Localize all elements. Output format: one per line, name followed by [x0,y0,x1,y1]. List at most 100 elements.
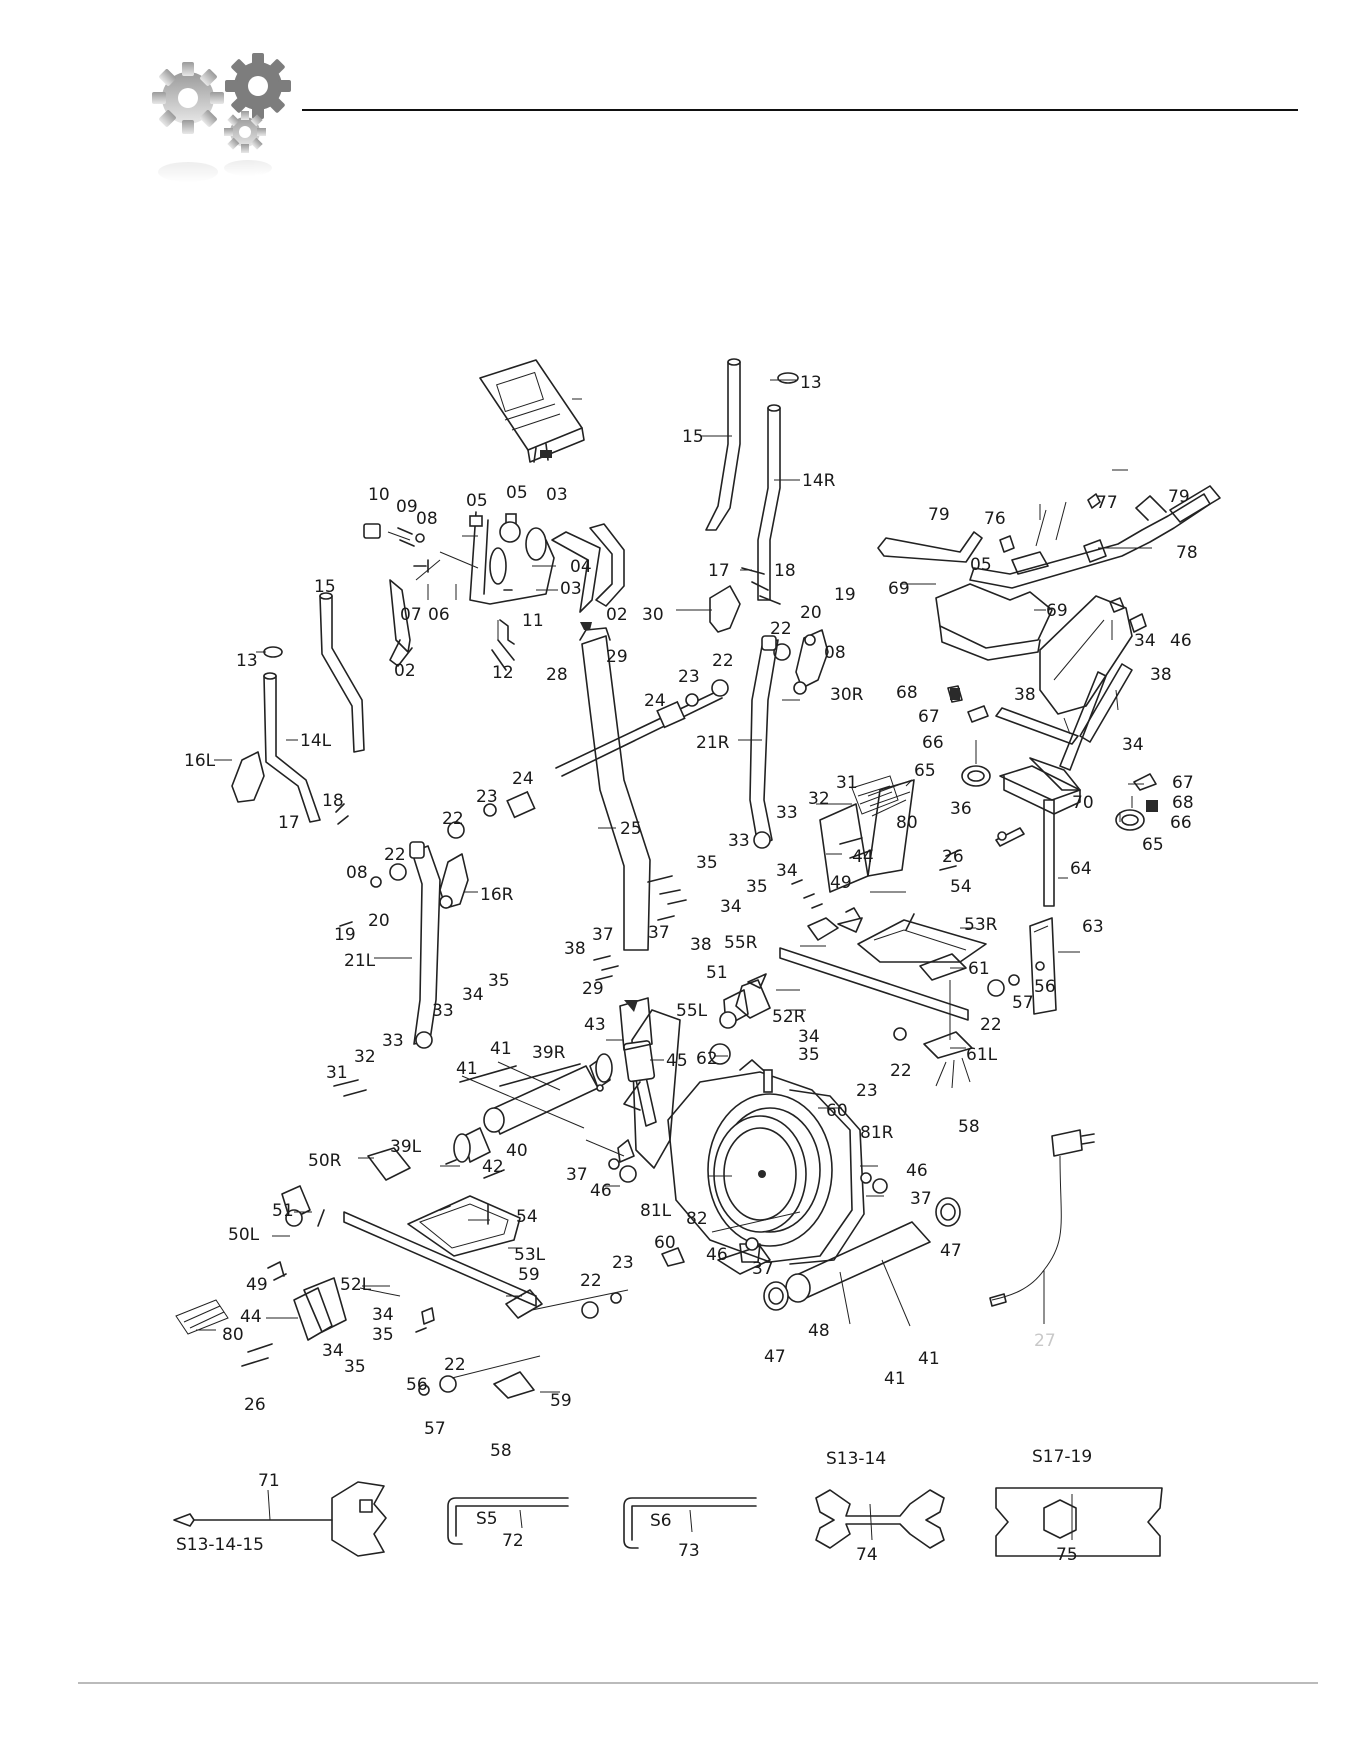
part-label: 52R [772,1007,806,1027]
part-label: 55R [724,933,758,953]
part-label: 38 [1150,665,1172,685]
part-label: 21R [696,733,730,753]
part-label: 55L [676,1001,708,1021]
part-label: 54 [516,1207,538,1227]
part-label: 68 [896,683,918,703]
pedal-linkage-right [719,775,1045,1089]
part-label: 52L [340,1275,372,1295]
part-label: 14R [802,471,836,491]
part-label: 35 [746,877,768,897]
part-label: 34 [322,1341,344,1361]
part-label: 24 [644,691,666,711]
part-label: 73 [678,1541,700,1561]
gears-logo-icon [152,53,291,182]
part-label: 39R [532,1043,566,1063]
part-label: 30R [830,685,864,705]
part-label: 12 [492,663,514,683]
part-label: 02 [394,661,416,681]
part-label: 44 [852,847,874,867]
part-label: 20 [800,603,822,623]
front-stabilizer [453,1043,731,1163]
part-label: 67 [1172,773,1194,793]
part-label: 22 [384,845,406,865]
part-label: 33 [432,1001,454,1021]
part-label: 57 [1012,993,1034,1013]
part-label: 59 [550,1391,572,1411]
part-label: 46 [1170,631,1192,651]
part-label: 05 [506,483,528,503]
part-label: 62 [696,1049,718,1069]
rear-stabilizer [661,1197,961,1327]
part-label: 79 [928,505,950,525]
part-label: 76 [984,509,1006,529]
part-label: 39L [390,1137,422,1157]
part-label: 63 [1082,917,1104,937]
part-label: 81L [640,1201,672,1221]
tool-size-label: S5 [476,1509,498,1529]
part-label: 33 [776,803,798,823]
part-label: 17 [708,561,730,581]
part-label: 32 [354,1047,376,1067]
part-label: 20 [368,911,390,931]
part-label: 08 [346,863,368,883]
flywheel-housing [608,1009,888,1275]
part-label: 07 [400,605,422,625]
part-label: 66 [922,733,944,753]
part-label: 53L [514,1245,546,1265]
part-label: 08 [416,509,438,529]
tool-size-label: S17-19 [1032,1447,1092,1467]
part-label: 16L [184,751,216,771]
part-label: 18 [774,561,796,581]
part-label: 42 [482,1157,504,1177]
part-label: 24 [512,769,534,789]
part-label: 82 [686,1209,708,1229]
part-label: 61L [966,1045,998,1065]
part-label: 31 [836,773,858,793]
part-label: 72 [502,1531,524,1551]
part-label: 30 [642,605,664,625]
part-label: 37 [648,923,670,943]
part-label: 51 [706,963,728,983]
part-label: 22 [770,619,792,639]
part-label: 19 [334,925,356,945]
part-label: 46 [706,1245,728,1265]
part-label: 47 [764,1347,786,1367]
part-label: 70 [1072,793,1094,813]
part-label: 41 [918,1349,940,1369]
tool-73-allen-key [623,1497,757,1549]
part-label: 38 [564,939,586,959]
part-label: 77 [1096,493,1118,513]
part-label: 56 [1034,977,1056,997]
part-label: 80 [222,1325,244,1345]
tool-71-spanner-screwdriver [173,1481,387,1557]
part-label: 56 [406,1375,428,1395]
part-label: 22 [580,1271,602,1291]
part-label: 74 [856,1545,878,1565]
part-label: 54 [950,877,972,897]
part-label: 43 [584,1015,606,1035]
part-label: 34 [720,897,742,917]
tool-74-open-wrench [815,1489,945,1549]
part-label: 35 [696,853,718,873]
part-label: 51 [272,1201,294,1221]
part-label: 03 [546,485,568,505]
tool-size-label: S13-14-15 [176,1535,264,1555]
part-label: 57 [424,1419,446,1439]
part-label: 66 [1170,813,1192,833]
part-label: 81R [860,1123,894,1143]
part-label: 36 [950,799,972,819]
part-label: 79 [1168,487,1190,507]
part-label: 41 [456,1059,478,1079]
part-label: 41 [884,1369,906,1389]
tool-size-label: S6 [650,1511,672,1531]
part-label: 78 [1176,543,1198,563]
part-label: 14L [300,731,332,751]
part-label: 09 [396,497,418,517]
part-label: 80 [896,813,918,833]
part-label: 15 [682,427,704,447]
tool-size-label: S13-14 [826,1449,886,1469]
part-label: 29 [606,647,628,667]
main-frame-post [619,997,657,1127]
part-label: 60 [654,1233,676,1253]
part-label: 46 [906,1161,928,1181]
